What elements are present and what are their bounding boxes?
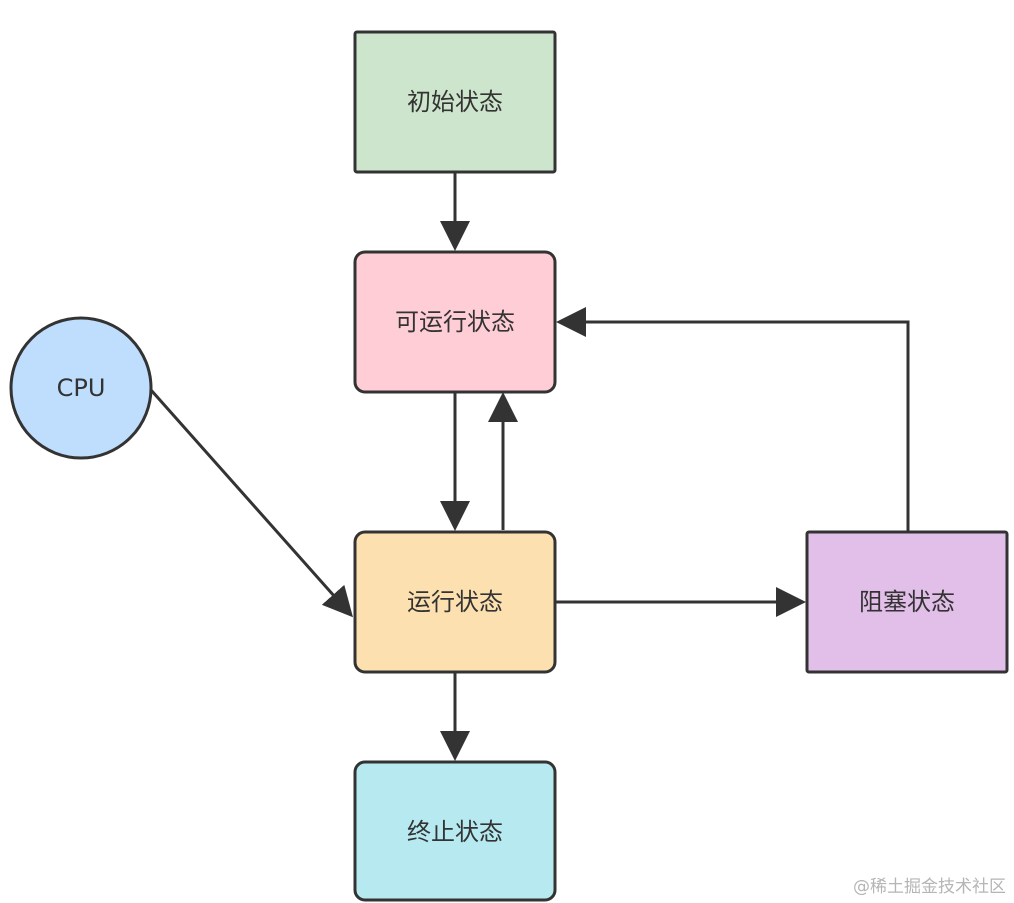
node-terminated-box xyxy=(353,760,557,902)
node-running-box xyxy=(353,530,557,674)
node-running: 运行状态 xyxy=(353,530,557,674)
node-initial-box xyxy=(353,30,557,174)
edge-cpu-to-running xyxy=(149,389,353,618)
node-terminated: 终止状态 xyxy=(353,760,557,902)
node-cpu: CPU xyxy=(9,316,153,460)
node-runnable-label: 可运行状态 xyxy=(395,308,515,336)
node-cpu-circle xyxy=(9,316,153,460)
node-runnable: 可运行状态 xyxy=(353,250,557,394)
node-runnable-box xyxy=(353,250,557,394)
node-blocked-box xyxy=(805,530,1009,674)
watermark-text: @稀土掘金技术社区 xyxy=(853,877,1006,897)
node-initial: 初始状态 xyxy=(353,30,557,174)
node-initial-label: 初始状态 xyxy=(407,88,503,116)
node-blocked: 阻塞状态 xyxy=(805,530,1009,674)
node-terminated-label: 终止状态 xyxy=(407,818,503,846)
node-cpu-label: CPU xyxy=(57,374,106,402)
node-blocked-label: 阻塞状态 xyxy=(859,588,955,616)
edges xyxy=(149,172,910,761)
node-running-label: 运行状态 xyxy=(407,588,503,616)
edge-blocked-to-runnable xyxy=(556,307,910,532)
